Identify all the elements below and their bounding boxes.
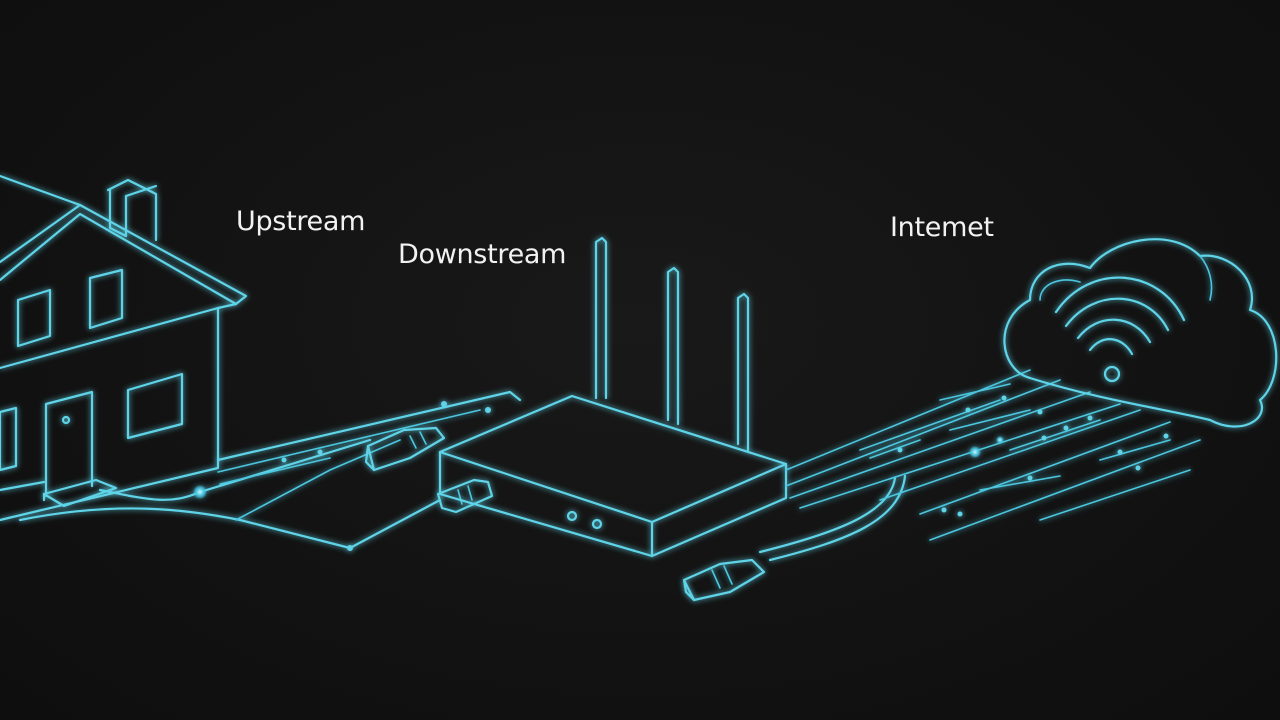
ethernet-connector-icon: [436, 478, 494, 514]
cable-upstream: [18, 390, 522, 551]
cable-downstream: [682, 474, 907, 602]
upstream-label: Upstream: [236, 206, 366, 237]
downstream-label: Downstream: [398, 239, 567, 270]
internet-label: Intemet: [890, 212, 994, 243]
ethernet-connector-icon: [364, 426, 446, 472]
cloud-wifi-icon: [1003, 238, 1278, 428]
router-icon: [438, 236, 788, 558]
data-traces: [785, 369, 1201, 541]
house-icon: [0, 174, 248, 522]
